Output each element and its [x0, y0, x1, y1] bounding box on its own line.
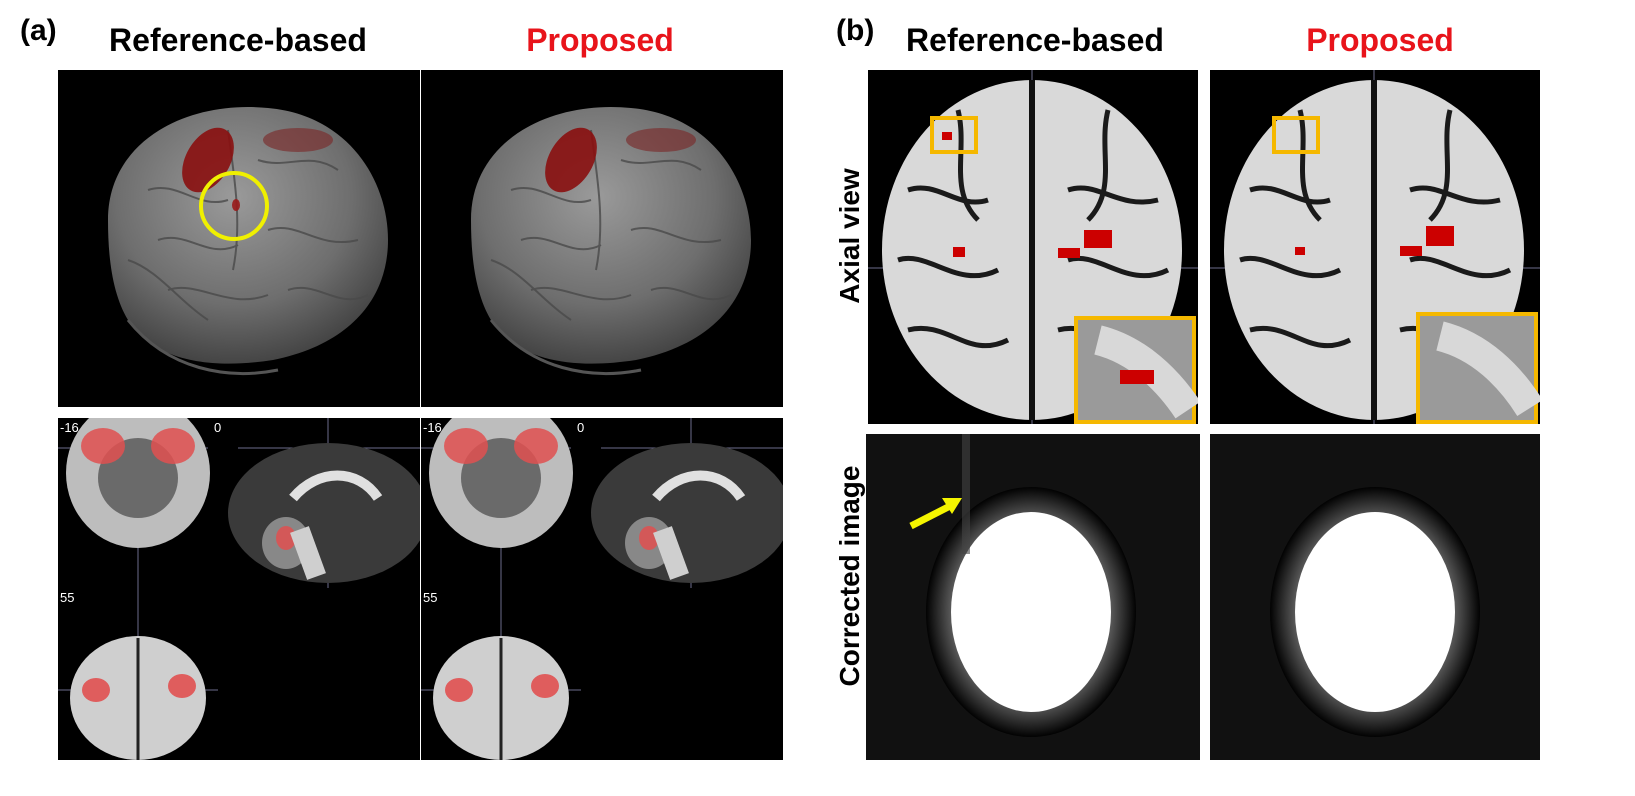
axial-view-proposed — [1210, 70, 1540, 424]
sagittal-slice-number: 0 — [577, 420, 585, 435]
activation-left — [953, 247, 965, 257]
sagittal-slice-number: 0 — [214, 420, 222, 435]
coronal-slice-number: -16 — [60, 420, 79, 435]
row-label-corrected: Corrected image — [834, 465, 865, 687]
sagittal-slice — [591, 443, 783, 583]
panel-a-label: (a) — [20, 14, 57, 47]
artifact-arrow — [909, 498, 962, 530]
panel-b-label: (b) — [836, 14, 875, 47]
row-label-axial: Axial view — [834, 168, 865, 304]
corrected-image-reference — [866, 434, 1200, 760]
zoom-inset — [1074, 316, 1198, 424]
panel-a-title-proposed: Proposed — [526, 22, 674, 58]
coronal-slice — [66, 418, 210, 548]
roi-box — [930, 116, 978, 154]
coronal-slice — [429, 418, 573, 548]
axial-slice — [433, 636, 569, 760]
activation-right — [1426, 226, 1454, 246]
panel-b-title-reference: Reference-based — [906, 22, 1164, 58]
axial-view-reference — [868, 70, 1198, 424]
highlight-circle — [199, 171, 269, 241]
zoom-inset — [1416, 312, 1540, 424]
coronal-slice-number: -16 — [423, 420, 442, 435]
activation-cluster — [545, 127, 696, 193]
roi-box — [1272, 116, 1320, 154]
panel-b-title-proposed: Proposed — [1306, 22, 1454, 58]
render-3d-proposed — [421, 70, 783, 407]
axial-slice-number: 55 — [60, 590, 75, 605]
panel-a-title-reference: Reference-based — [109, 22, 367, 58]
render-3d-reference — [58, 70, 420, 407]
axial-slice — [70, 636, 206, 760]
sagittal-slice — [228, 443, 420, 583]
activation-right — [1084, 230, 1112, 248]
slices-reference: -16 0 55 — [58, 418, 420, 760]
axial-slice-number: 55 — [423, 590, 438, 605]
slices-proposed: -16 0 55 — [421, 418, 783, 760]
activation-left — [1295, 247, 1305, 255]
corrected-image-proposed — [1210, 434, 1540, 760]
